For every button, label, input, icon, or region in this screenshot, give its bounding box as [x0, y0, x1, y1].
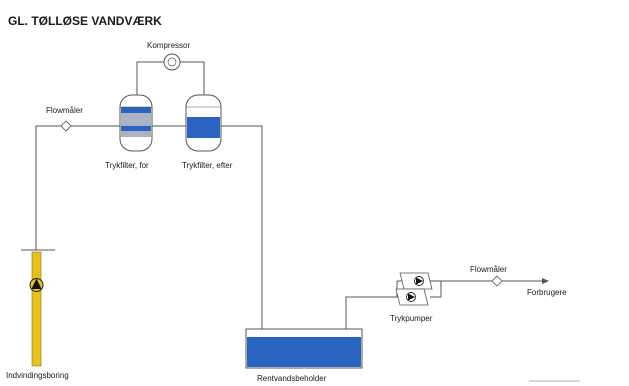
clean-water-tank-water [247, 337, 361, 367]
filter-pre-band-4 [121, 131, 151, 137]
filter-pre-band-3 [121, 126, 151, 131]
flowmeter-out-icon [491, 275, 503, 287]
pressure-filter-post-label: Trykfilter, efter [182, 161, 233, 170]
diagram-title: GL. TØLLØSE VANDVÆRK [8, 14, 162, 28]
filter-post-water [187, 117, 220, 138]
flowmeter-in-label: Flowmåler [46, 106, 83, 115]
pump-1-arrow [416, 277, 423, 285]
compressor-pipe [136, 61, 205, 95]
well-pump-arrow [31, 278, 42, 289]
flowmeter-in-icon [60, 120, 72, 132]
clean-water-tank-label: Rentvandsbeholder [257, 374, 327, 383]
well-label: Indvindingsboring [6, 371, 69, 380]
well-shaft [31, 251, 42, 367]
flowmeter-out-label: Flowmåler [470, 265, 507, 274]
compressor-label: Kompressor [147, 41, 190, 50]
filter-outlet-pipe [221, 125, 263, 333]
tank-outlet-pipe [345, 296, 397, 333]
compressor-icon [163, 53, 181, 71]
pressure-filter-pre-label: Trykfilter, for [105, 161, 149, 170]
inlet-pipe [35, 125, 120, 250]
consumers-label: Forbrugere [527, 288, 567, 297]
filter-pre-band-2 [121, 113, 151, 126]
pressure-pumps-label: Trykpumper [390, 314, 433, 323]
filter-pre-band-1 [121, 107, 151, 113]
compressor-inner [167, 57, 177, 67]
consumers-arrow [542, 278, 549, 284]
pump-2-arrow [408, 293, 415, 301]
